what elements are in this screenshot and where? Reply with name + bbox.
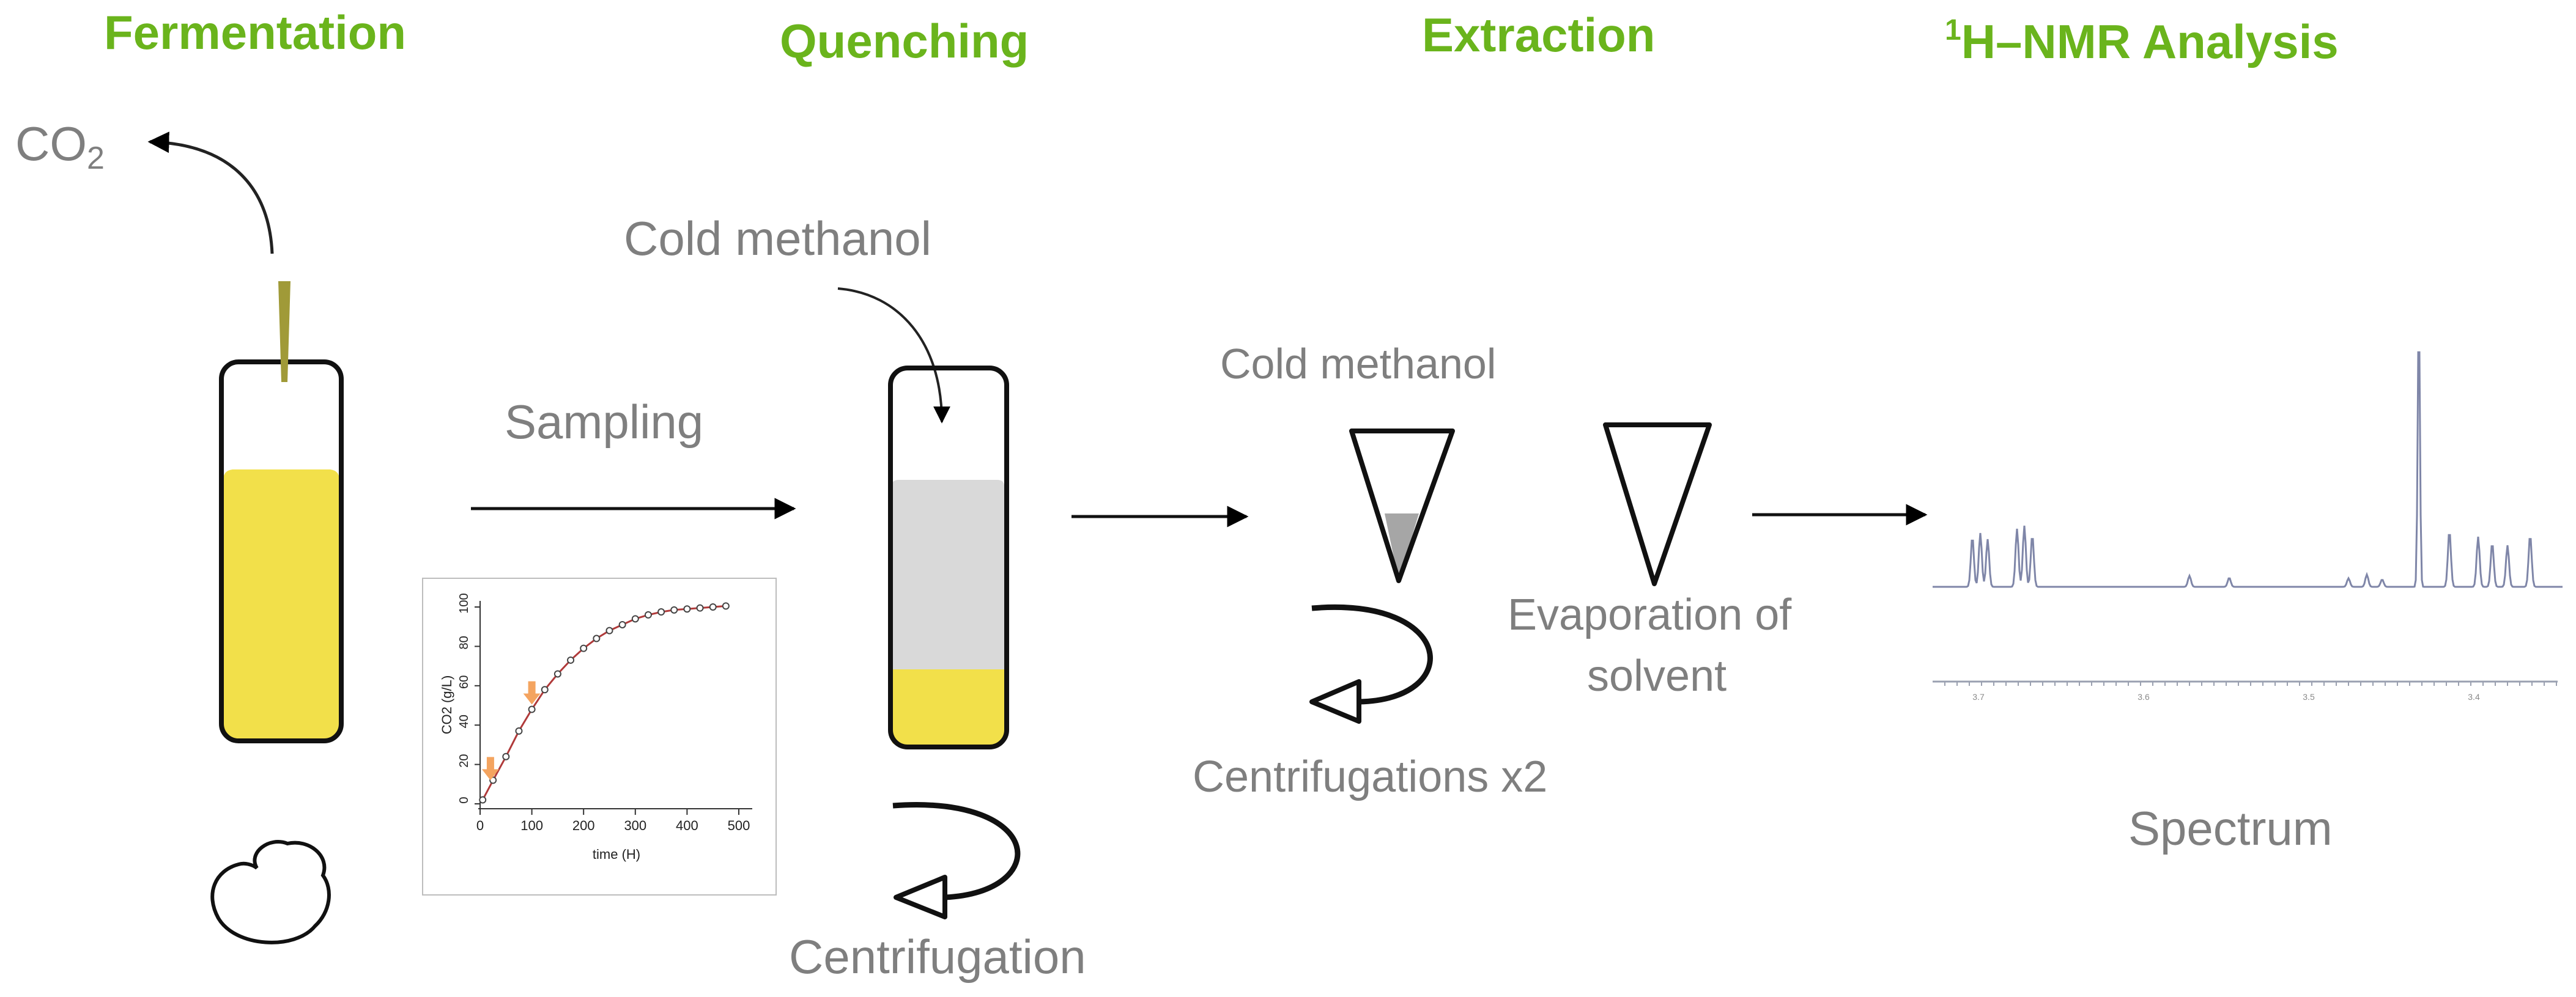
x-axis-ticks: 0 100 200 300 400 500 — [476, 809, 750, 833]
data-point — [553, 670, 561, 678]
co2-main: CO — [15, 117, 87, 171]
y-tick-label: 20 — [457, 754, 471, 767]
data-point — [605, 627, 613, 635]
yeast-cell-icon — [210, 840, 331, 944]
spectrum-axis-ticks: 3.7 3.6 3.5 3.4 — [1944, 682, 2557, 702]
conical-tube-icon — [1603, 422, 1712, 586]
stage-title-fermentation: Fermentation — [104, 6, 407, 59]
quench-tube-outline — [888, 366, 1009, 749]
co2-release-arrow — [147, 131, 274, 254]
data-point — [580, 644, 588, 652]
co2-label: CO2 — [15, 116, 105, 177]
y-tick-label: 0 — [457, 796, 471, 803]
fermentation-tube — [219, 359, 344, 743]
conical-tube-icon — [1349, 429, 1455, 583]
culture-liquid — [223, 469, 339, 738]
sampling-markers — [481, 681, 541, 781]
rotation-arrow-icon — [892, 802, 1021, 919]
y-tick-label: 100 — [457, 593, 471, 613]
data-point — [567, 656, 575, 664]
co2-needle-icon — [278, 281, 291, 382]
x-tick-label: 200 — [572, 818, 595, 833]
centrifugations-x2-label: Centrifugations x2 — [1193, 752, 1548, 801]
cold-methanol-arrow — [837, 287, 950, 424]
y-axis-label: CO2 (g/L) — [439, 675, 454, 735]
pellet-methanol — [1385, 513, 1419, 581]
x-tick-label: 100 — [520, 818, 543, 833]
data-point — [670, 606, 678, 614]
culture-sample-layer — [892, 669, 1004, 745]
spectrum-tick-label: 3.7 — [1972, 692, 1985, 702]
stage-title-extraction: Extraction — [1422, 8, 1656, 62]
co2-subscript: 2 — [87, 141, 105, 176]
sampling-marker-arrow — [481, 757, 499, 781]
nmr-title-text: H–NMR Analysis — [1961, 15, 2339, 68]
data-point — [502, 752, 510, 760]
spectrum-trace — [1933, 351, 2563, 588]
x-tick-label: 400 — [676, 818, 698, 833]
data-point — [657, 608, 665, 616]
data-point — [683, 605, 691, 613]
cold-methanol-label-1: Cold methanol — [624, 212, 931, 265]
methanol-layer — [892, 480, 1004, 669]
spectrum-tick-label: 3.4 — [2468, 692, 2480, 702]
nmr-spectrum-icon: 3.7 3.6 3.5 3.4 — [1933, 351, 2563, 702]
co2-data-points — [479, 602, 730, 804]
sampling-label: Sampling — [505, 395, 704, 449]
data-point — [722, 602, 730, 610]
quenching-tube — [888, 366, 1009, 749]
conical-tube-outline — [1349, 429, 1455, 583]
y-tick-label: 60 — [457, 675, 471, 689]
data-point — [593, 635, 601, 642]
y-tick-label: 40 — [457, 715, 471, 728]
data-point — [631, 615, 639, 623]
x-tick-label: 500 — [728, 818, 750, 833]
spectrum-tick-label: 3.6 — [2137, 692, 2150, 702]
cold-methanol-label-2: Cold methanol — [1220, 340, 1497, 388]
x-tick-label: 300 — [624, 818, 646, 833]
y-tick-label: 80 — [457, 636, 471, 649]
x-axis-label: time (H) — [593, 847, 640, 862]
data-point — [515, 727, 523, 735]
nmr-superscript: 1 — [1945, 14, 1961, 46]
data-point — [618, 620, 626, 628]
data-point — [528, 705, 536, 713]
centrifugation-label: Centrifugation — [789, 930, 1086, 984]
data-point — [541, 686, 549, 694]
evaporation-label-line1: Evaporation of — [1508, 590, 1792, 639]
rotation-arrow-icon — [1309, 604, 1433, 724]
co2-production-chart: 0 20 40 60 80 100 0 100 200 300 400 500 time (H) C… — [422, 578, 777, 896]
sampling-marker-arrow — [523, 681, 541, 705]
stage-title-quenching: Quenching — [780, 14, 1029, 68]
data-point — [709, 603, 717, 611]
spectrum-tick-label: 3.5 — [2303, 692, 2315, 702]
x-tick-label: 0 — [476, 818, 484, 833]
data-point — [644, 611, 652, 619]
evaporation-label-line2: solvent — [1587, 652, 1727, 701]
y-axis-ticks: 0 20 40 60 80 100 — [457, 593, 480, 804]
data-point — [696, 604, 704, 612]
data-point — [479, 796, 487, 804]
stage-title-nmr-analysis: 1H–NMR Analysis — [1945, 13, 2339, 70]
chart-border — [422, 578, 777, 896]
spectrum-label: Spectrum — [2128, 801, 2333, 855]
